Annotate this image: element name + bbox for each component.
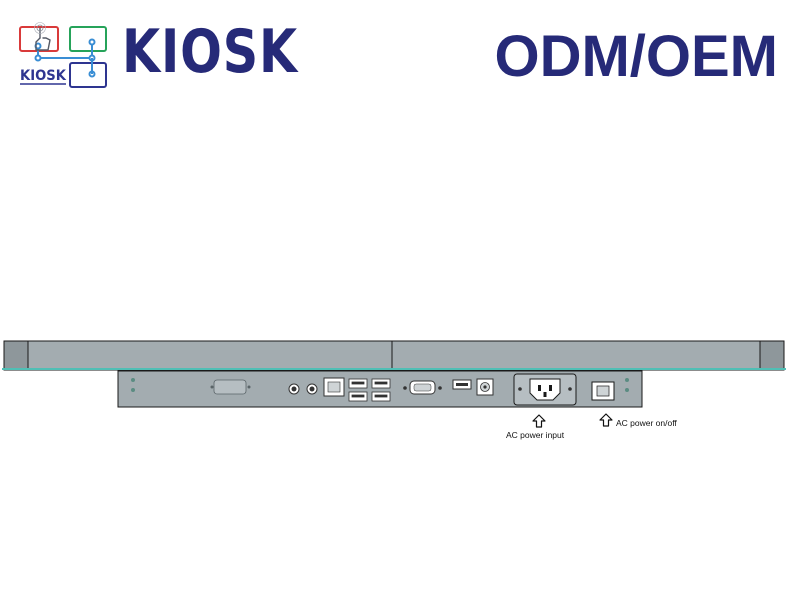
logo-text: KIOSK (20, 68, 67, 84)
ac-power-input-label: AC power input (506, 430, 565, 440)
up-arrow-icon (599, 413, 613, 427)
vga-port (210, 379, 251, 395)
up-arrow-icon (532, 414, 546, 428)
audio-jacks (288, 383, 318, 395)
device-rear-view (2, 340, 786, 408)
ac-power-switch (591, 381, 615, 401)
ac-power-input-socket (513, 373, 577, 406)
com-port (403, 380, 442, 395)
brand-name: KIOSK (122, 17, 298, 87)
kiosk-logo: KIOSK (19, 22, 107, 88)
usb-ports (348, 378, 391, 402)
lan-port (323, 377, 345, 397)
hand-touch-icon (34, 22, 51, 51)
hdmi-port (452, 379, 472, 390)
io-panel (117, 370, 643, 408)
display-frame (2, 340, 786, 371)
odm-oem-title: ODM/OEM (494, 24, 778, 89)
ac-power-switch-label: AC power on/off (616, 418, 677, 428)
dc-jack (476, 378, 494, 396)
